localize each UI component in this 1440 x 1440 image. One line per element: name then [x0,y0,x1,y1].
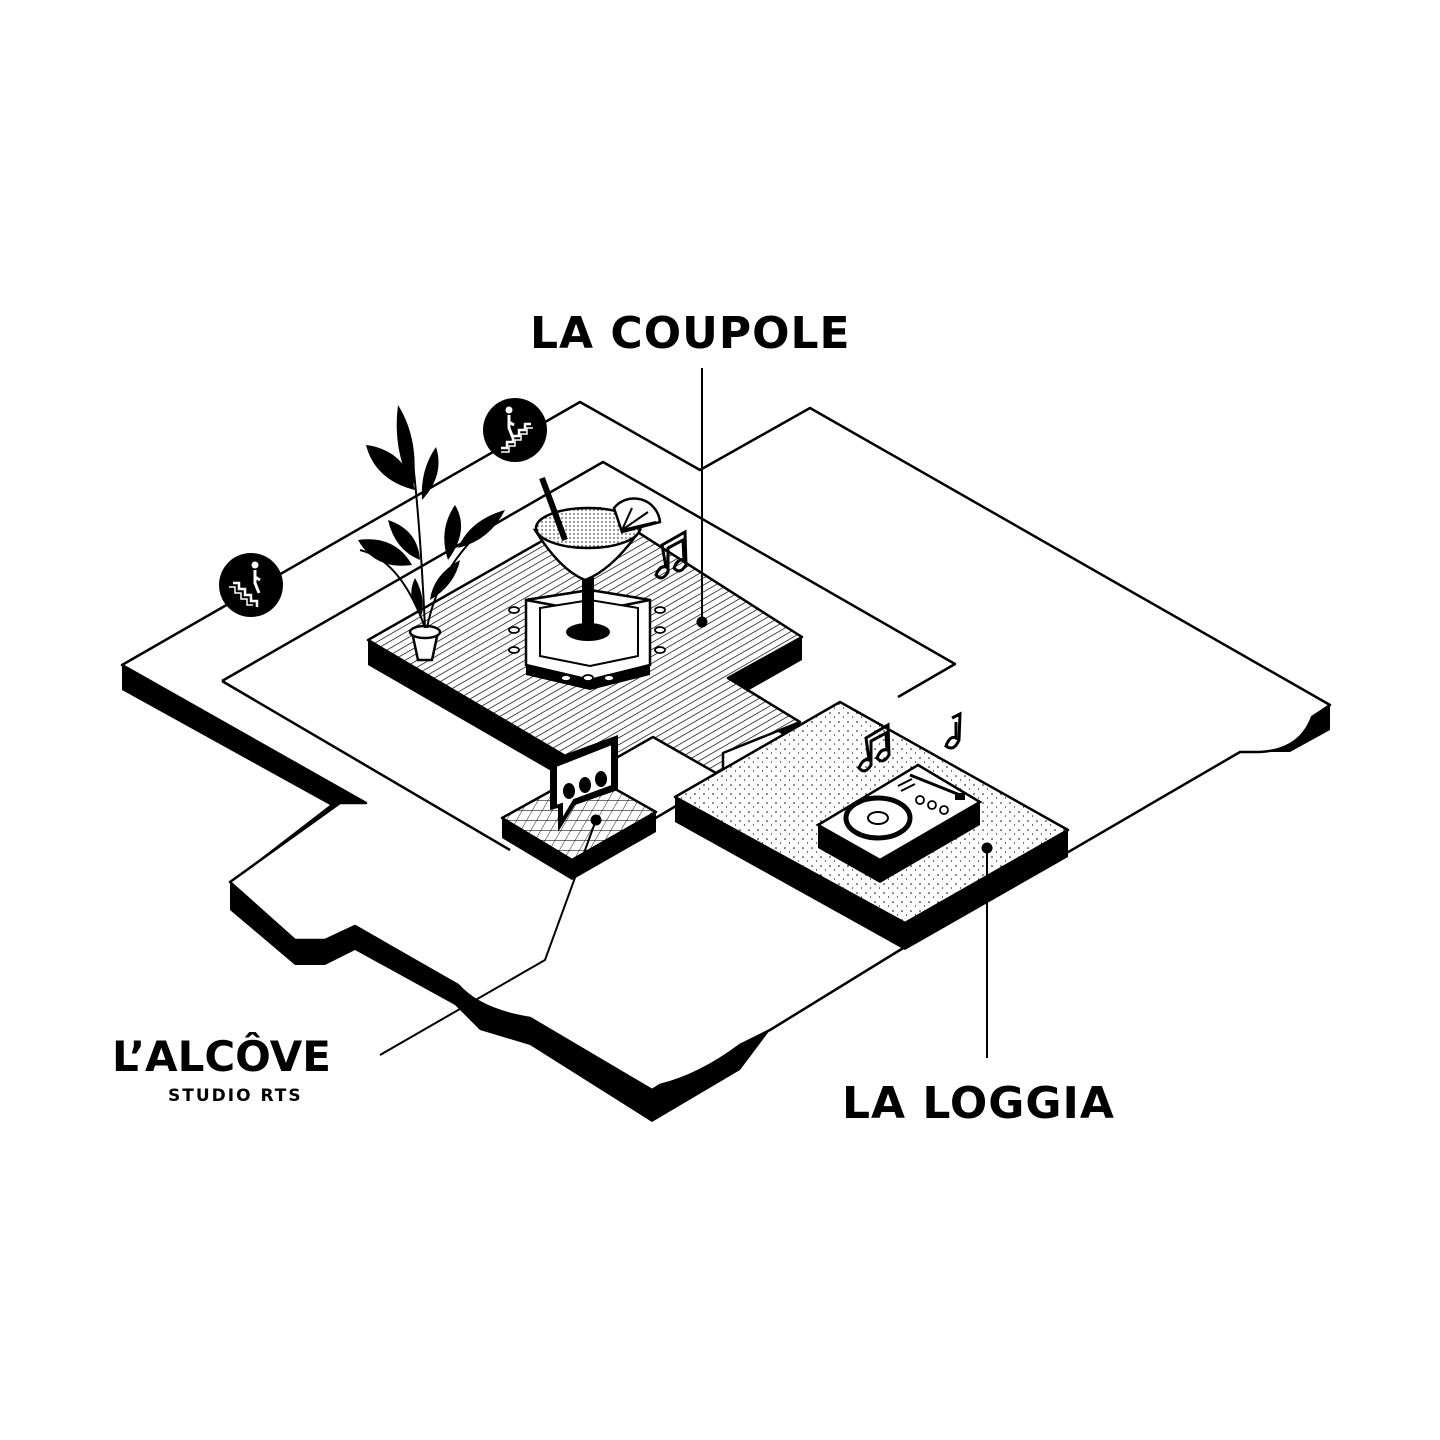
stairs-icon [219,553,283,617]
coupole-platform-edge [368,640,572,783]
zone-label-loggia: LA LOGGIA [842,1078,1115,1129]
leader-alcove [379,819,597,1056]
cocktail-glass-icon [532,476,662,641]
alcove-platform [500,770,658,880]
stairs-icon [483,398,547,462]
zone-label-coupole: LA COUPOLE [530,308,851,359]
zone-label-alcove-subtitle: STUDIO RTS [168,1086,303,1106]
music-note-icon [944,711,962,750]
zone-label-alcove: L’ALCÔVE [112,1032,331,1081]
turntable-icon [815,763,983,883]
bar-stools [508,606,666,682]
speech-bubble-icon [550,735,618,832]
music-note-icon [857,722,891,773]
inner-outline-left [221,679,511,852]
music-note-icon [654,529,688,580]
base-floor [120,400,1332,1122]
inner-outline [221,460,957,699]
plant-icon [358,405,505,662]
leader-lines [379,368,993,1058]
